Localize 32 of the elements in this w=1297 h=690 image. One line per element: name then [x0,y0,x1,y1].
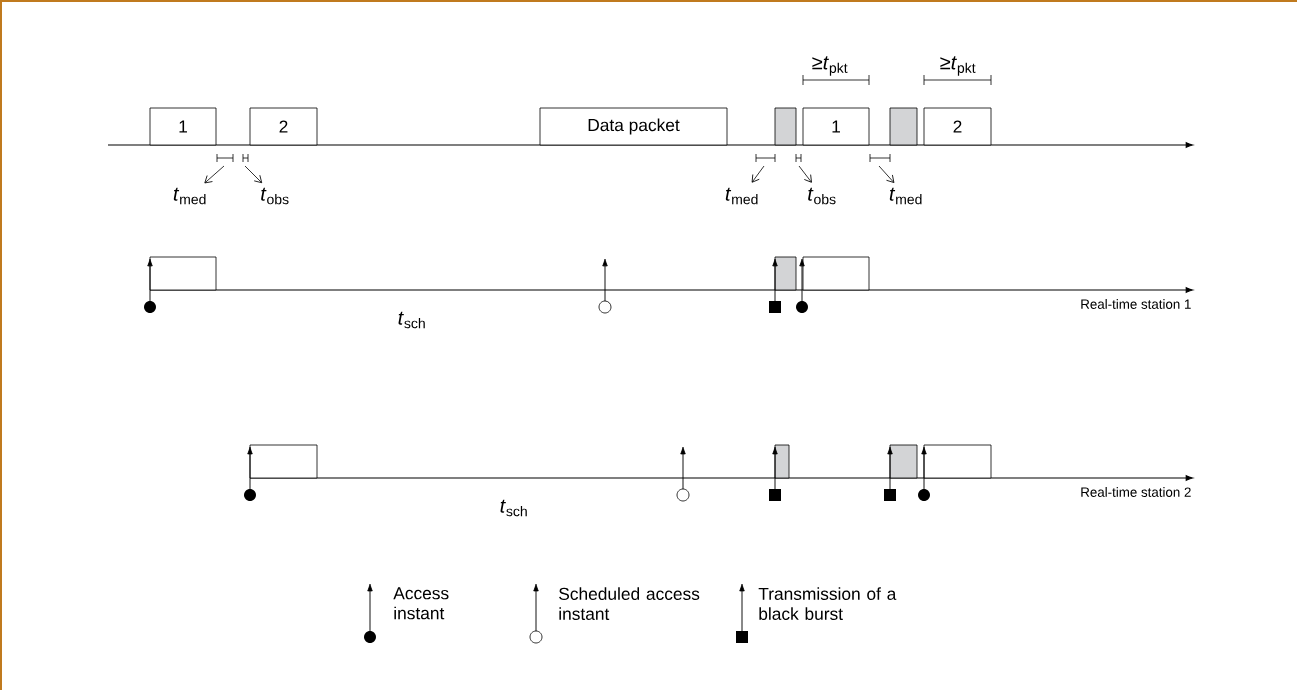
time-label: ≥t$_{pkt}$ [812,56,848,76]
packet-box: 2 [923,107,992,146]
packet-box [802,256,870,291]
time-label: t$_{med}$ [889,187,922,205]
time-label: t$_{med}$ [725,187,758,205]
packet-box: 2 [249,107,318,146]
packet-box [149,256,217,291]
time-label: t$_{sch}$ [398,311,425,329]
leader-arrow [244,165,263,184]
packet-box: 1 [149,107,217,146]
packet-box: 1 [802,107,870,146]
legend-text: Transmission of a black burst [758,587,897,620]
time-label: t$_{obs}$ [808,187,836,205]
burst-box [889,107,918,146]
time-label: ≥t$_{pkt}$ [940,56,976,76]
burst-box [774,256,797,291]
packet-box [249,444,318,479]
station-label: Real-time station 1 [1081,299,1191,309]
legend-text: Scheduled access instant [559,587,700,620]
leader-arrow [798,165,812,183]
station-label: Real-time station 2 [1081,487,1191,497]
time-label: t$_{sch}$ [500,499,527,517]
legend-text: Access instant [393,587,449,620]
leader-arrow [751,165,765,183]
time-label: t$_{obs}$ [261,187,289,205]
packet-box: Data packet [539,107,728,146]
burst-box [774,107,797,146]
packet-box [923,444,992,479]
leader-arrow [878,165,895,183]
burst-box [889,444,918,479]
time-label: t$_{med}$ [173,187,206,205]
leader-arrow [204,165,225,184]
